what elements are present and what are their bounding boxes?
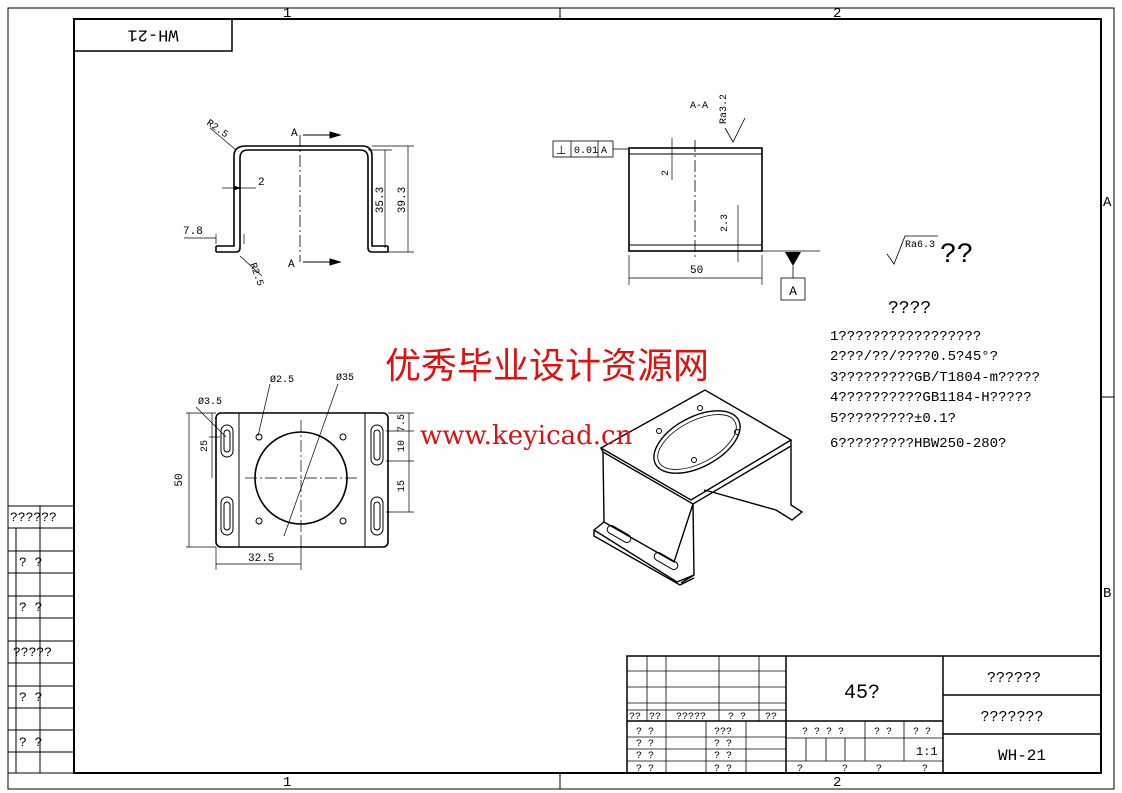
dim-right-7-5: 7.5 [397,414,408,432]
drawing-number-box: WH-21 [73,18,233,52]
bottom-label-4: ? [922,764,928,775]
zone-right-a: A [1103,195,1112,211]
general-roughness: Ra6.3 ?? [886,235,974,271]
note-3: 3?????????GB/T1804-m????? [830,370,1040,386]
header-cell-4: ? ? [728,712,746,723]
dim-height-50: 50 [174,473,186,486]
header-cell-5: ?? [765,712,777,723]
perp-symbol: ⊥ [556,143,566,157]
part-name-cell: ??????? [980,709,1043,726]
left-row-1-b: ??? [714,727,732,738]
zone-top-1: 1 [283,6,291,22]
dim-width-50: 50 [690,265,703,277]
isometric-view [592,389,804,586]
bottom-label-2: ? [842,764,848,775]
drawing-no-cell: WH-21 [998,747,1046,765]
general-roughness-label: Ra6.3 [905,240,935,251]
perp-datum: A [601,146,607,157]
left-row-1-a: ? ? [636,727,654,738]
cut-label-bottom: A [288,259,295,271]
side-table: ?????? ? ? ? ? ????? ? ? ? ? [8,505,74,774]
note-4: 4??????????GB1184-H????? [830,390,1032,406]
zone-top-2: 2 [833,6,841,22]
left-row-3-a: ? ? [636,751,654,762]
section-arrows [303,131,342,266]
top-dimension-lines [186,383,414,570]
side-cell-1: ?????? [10,510,57,525]
zone-bottom-1: 1 [283,775,291,791]
left-row-2-a: ? ? [636,739,654,750]
bottom-label-3: ? [876,764,882,775]
title-block: 45? ?????? ??????? WH-21 ?? ?? ????? ? ?… [626,655,1102,775]
dim-bore-dia: Ø35 [336,372,354,384]
dim-r-top: R2.5 [204,118,230,141]
side-cell-4: ????? [13,645,52,660]
dim-outer-height: 39.3 [397,187,409,213]
header-cell-2: ?? [649,712,661,723]
roughness-symbol-top [724,117,746,143]
company-cell: ?????? [987,670,1041,687]
header-cell-3: ????? [676,712,706,723]
left-row-2-b: ? ? [714,739,732,750]
dimension-lines [184,127,414,277]
dim-flange: 7.8 [183,226,203,238]
top-view: Ø3.5 Ø2.5 Ø35 25 50 7.5 10 15 32.5 [174,372,414,570]
technical-notes: ???? 1????????????????? 2???/??/????0.5?… [830,299,1040,452]
zone-bottom-2: 2 [833,775,841,791]
dim-thickness: 2 [258,177,265,189]
watermark-url: www.keyicad.cn [420,421,633,451]
side-cell-5: ? ? [19,690,42,705]
mount-holes [255,433,347,525]
left-row-3-b: ? ? [714,751,732,762]
header-cell-1: ?? [629,712,641,723]
dim-bottom-32-5: 32.5 [248,553,274,565]
roughness-top-label: Ra3.2 [719,94,730,124]
left-row-4-b: ? ? [714,764,732,775]
datum-label: A [789,284,797,299]
side-cell-2: ? ? [19,555,42,570]
general-roughness-suffix: ?? [940,240,974,271]
perp-tolerance: 0.01 [574,146,598,157]
dim-height-25: 25 [200,440,211,452]
scale-value: 1:1 [916,745,938,759]
left-row-4-a: ? ? [636,764,654,775]
note-2: 2???/??/????0.5?45°? [830,349,998,365]
perpendicularity-frame [552,140,629,158]
material-cell: 45? [844,682,880,705]
dim-top-2: 2 [661,170,672,176]
zone-labels: 1 2 1 2 A B [283,6,1112,791]
dim-slot-dia: Ø3.5 [198,396,222,408]
drawing-number-rotated: WH-21 [127,25,178,44]
scale-label: ? ? [913,727,931,738]
side-cell-3: ? ? [19,600,42,615]
zone-right-b: B [1103,586,1111,602]
bracket-profile [215,145,389,253]
front-view: A-A Ra3.2 ⊥ 0.01 A 2 2.3 50 [552,94,820,301]
bottom-label-1: ? [797,764,803,775]
sheet-border [7,7,1115,790]
datum-symbol [780,252,806,301]
dim-hole-dia: Ø2.5 [270,374,294,386]
cut-label-top: A [291,128,298,140]
dim-inner-height: 35.3 [375,187,387,213]
notes-title: ???? [888,299,931,319]
front-dimension-lines [628,138,820,285]
watermark-chinese: 优秀毕业设计资源网 [385,346,709,387]
side-cell-6: ? ? [19,735,42,750]
stage-label: ? ? ? ? [802,727,844,738]
dim-right-15: 15 [397,480,408,492]
note-1: 1????????????????? [830,329,981,345]
section-title: A-A [690,101,708,112]
dim-bottom-2-3: 2.3 [720,214,731,232]
dim-right-10: 10 [397,440,408,452]
note-6: 6?????????HBW250-280? [830,436,1006,452]
weight-label: ? ? [874,727,892,738]
note-5: 5?????????±0.1? [830,411,956,427]
dim-r-bottom: R2.5 [246,262,265,288]
section-view: A A R2.5 R2.5 2 7.8 35.3 39.3 [183,118,414,288]
